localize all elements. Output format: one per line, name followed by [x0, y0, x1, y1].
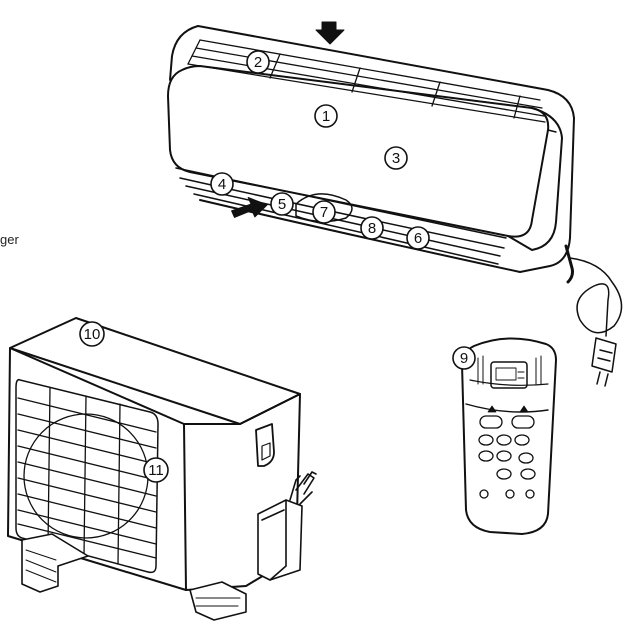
callout-11: 11 — [144, 458, 168, 482]
foot-right — [190, 582, 246, 620]
callout-2: 2 — [247, 51, 269, 73]
callout-10: 10 — [80, 322, 104, 346]
outlet-arrow — [231, 195, 268, 223]
power-adapter — [258, 472, 316, 580]
svg-text:9: 9 — [460, 350, 468, 367]
callout-3: 3 — [385, 147, 407, 169]
remote-control — [462, 338, 556, 534]
callout-5: 5 — [271, 193, 293, 215]
outdoor-top-face — [10, 318, 300, 424]
callout-9: 9 — [453, 347, 475, 369]
air-intake-grille — [188, 40, 545, 122]
svg-text:5: 5 — [278, 196, 286, 213]
svg-text:10: 10 — [84, 326, 101, 343]
intake-arrow — [316, 22, 344, 44]
indoor-plug — [592, 338, 616, 386]
callout-7: 7 — [313, 201, 335, 223]
svg-text:8: 8 — [368, 220, 376, 237]
connection-pipe — [566, 246, 573, 282]
callout-4: 4 — [211, 173, 233, 195]
svg-text:7: 7 — [320, 204, 328, 221]
power-cord — [570, 258, 622, 336]
indoor-unit — [168, 22, 622, 386]
svg-text:1: 1 — [322, 108, 330, 125]
svg-text:4: 4 — [218, 176, 226, 193]
svg-text:2: 2 — [254, 54, 262, 71]
svg-text:3: 3 — [392, 150, 400, 167]
foot-left — [22, 534, 88, 592]
callout-1: 1 — [315, 105, 337, 127]
callouts: 1 2 3 4 5 6 7 8 — [80, 51, 475, 482]
callout-8: 8 — [361, 217, 383, 239]
indoor-end-cap — [508, 108, 562, 250]
svg-text:11: 11 — [148, 462, 164, 479]
svg-text:6: 6 — [414, 230, 422, 247]
callout-6: 6 — [407, 227, 429, 249]
